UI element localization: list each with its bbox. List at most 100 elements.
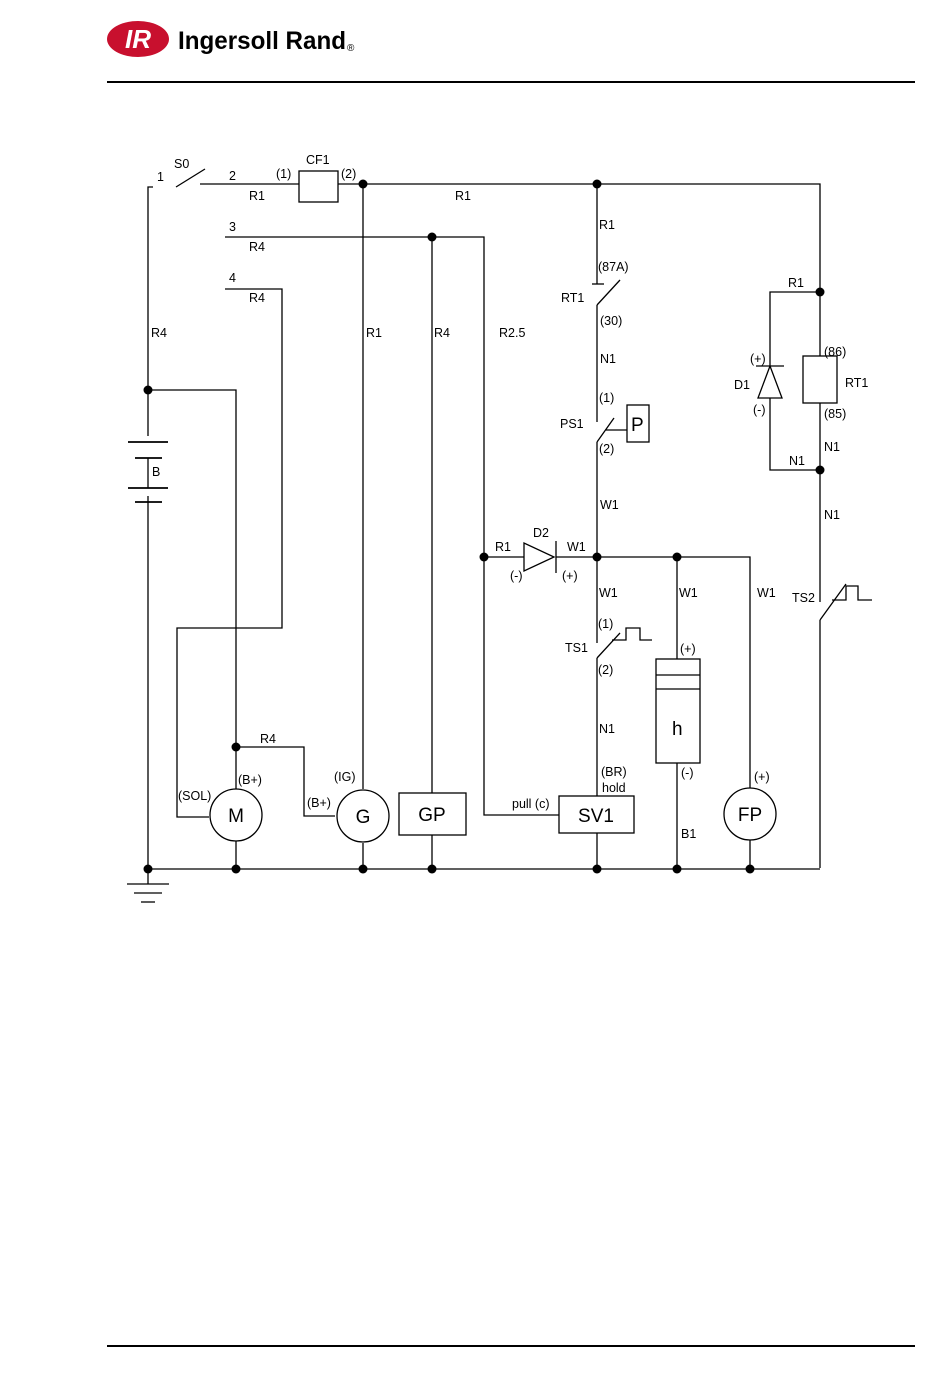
wires <box>148 169 820 873</box>
junction-dot <box>359 865 368 874</box>
fuse-pin-out: (2) <box>341 167 356 181</box>
wire-battery-r4 <box>148 187 153 873</box>
wire-label: N1 <box>599 722 615 736</box>
wire-label: R1 <box>788 276 804 290</box>
wire-label: B1 <box>681 827 696 841</box>
terminal-4-label: 4 <box>229 271 236 285</box>
generator-bplus-pin: (B+) <box>307 796 331 810</box>
footer-rule <box>107 1345 915 1347</box>
sv1-pull-pin: pull (c) <box>512 797 550 811</box>
junction-dot <box>746 865 755 874</box>
junction-dot <box>144 386 153 395</box>
ts1-name: TS1 <box>565 641 588 655</box>
wire-label: R2.5 <box>499 326 525 340</box>
battery-gap <box>130 436 168 496</box>
rt1-pin-87a: (87A) <box>598 260 629 274</box>
motor-symbol: M <box>228 806 244 827</box>
junction-dot <box>232 743 241 752</box>
wire-labels: R1 R1 R4 R4 R4 R1 R4 R2.5 R1 N1 R1 N1 N1… <box>151 189 840 841</box>
wire-label: W1 <box>757 586 776 600</box>
ts2-blade <box>820 584 846 620</box>
wire-label: W1 <box>679 586 698 600</box>
battery-b: B <box>128 436 168 502</box>
d1-plus: (+) <box>750 352 766 366</box>
wire-label: R1 <box>455 189 471 203</box>
motor-m: M (SOL) (B+) <box>178 773 262 841</box>
generator-g: G (IG) (B+) <box>307 770 389 842</box>
motor-sol-pin: (SOL) <box>178 789 211 803</box>
wire-label: R4 <box>151 326 167 340</box>
junction-dot <box>816 288 825 297</box>
wire-pull-sv1 <box>484 557 559 815</box>
coil-name: RT1 <box>845 376 868 390</box>
coil-pin-85: (85) <box>824 407 846 421</box>
terminal-labels: S0 1 2 3 4 <box>157 157 236 285</box>
sv1-hold-pin: hold <box>602 781 626 795</box>
junction-dot <box>593 553 602 562</box>
ts2-name: TS2 <box>792 591 815 605</box>
rt1-pin-30: (30) <box>600 314 622 328</box>
wire-label: N1 <box>824 508 840 522</box>
motor-bplus-pin: (B+) <box>238 773 262 787</box>
d2-plus: (+) <box>562 569 578 583</box>
ps1-symbol: P <box>631 415 644 436</box>
junction-dot <box>428 233 437 242</box>
wire-d1-loop <box>770 292 820 470</box>
wire-label: N1 <box>824 440 840 454</box>
switch-s0-label: S0 <box>174 157 189 171</box>
solenoid-valve-sv1: SV1 pull (c) (BR) hold <box>512 765 634 833</box>
wire-label: R4 <box>249 240 265 254</box>
wire-w1-fp <box>556 557 750 788</box>
fuse-cf1: CF1 (1) (2) <box>276 153 356 202</box>
wire-line3 <box>225 237 524 557</box>
wire-label: N1 <box>789 454 805 468</box>
wire-label: R4 <box>260 732 276 746</box>
d2-minus: (-) <box>510 569 523 583</box>
ps1-name: PS1 <box>560 417 584 431</box>
diode-d2: D2 (-) (+) <box>510 526 578 583</box>
junction-dot <box>480 553 489 562</box>
ground-symbol <box>127 869 169 902</box>
wire-label: R1 <box>366 326 382 340</box>
junction-dot <box>359 180 368 189</box>
terminal-1-label: 1 <box>157 170 164 184</box>
junction-dot <box>816 466 825 475</box>
ps1-pin-1: (1) <box>599 391 614 405</box>
junction-dot <box>593 865 602 874</box>
hour-meter-minus: (-) <box>681 766 694 780</box>
wire-label: W1 <box>599 586 618 600</box>
diode-d1: (+) D1 (-) <box>734 352 784 417</box>
hour-meter-symbol: h <box>672 719 683 740</box>
wire-label: R1 <box>599 218 615 232</box>
battery-name: B <box>152 465 160 479</box>
wire-label: W1 <box>567 540 586 554</box>
d1-minus: (-) <box>753 403 766 417</box>
d2-triangle <box>524 543 554 571</box>
wire-label: R4 <box>249 291 265 305</box>
ps1-pin-2: (2) <box>599 442 614 456</box>
relay-contact-rt1: (87A) RT1 (30) <box>561 260 629 328</box>
generator-ig-pin: (IG) <box>334 770 356 784</box>
junction-dot <box>428 865 437 874</box>
wire-label: R1 <box>495 540 511 554</box>
ts2-thermal-symbol <box>832 586 872 600</box>
ts1-blade <box>597 633 620 658</box>
coil-pin-86: (86) <box>824 345 846 359</box>
fuse-body <box>299 171 338 202</box>
generator-symbol: G <box>356 807 371 828</box>
rt1-contact-name: RT1 <box>561 291 584 305</box>
d1-name: D1 <box>734 378 750 392</box>
junction-dot <box>673 865 682 874</box>
wire-r1-top <box>338 184 820 292</box>
d1-triangle <box>758 366 782 398</box>
d2-name: D2 <box>533 526 549 540</box>
ts1-pin-2: (2) <box>598 663 613 677</box>
glow-plug-symbol: GP <box>418 805 445 826</box>
wire-label: N1 <box>600 352 616 366</box>
wire-label: R4 <box>434 326 450 340</box>
fuel-pump-symbol: FP <box>738 805 762 826</box>
hour-meter-plus: (+) <box>680 642 696 656</box>
ts1-pin-1: (1) <box>598 617 613 631</box>
junction-dot <box>673 553 682 562</box>
